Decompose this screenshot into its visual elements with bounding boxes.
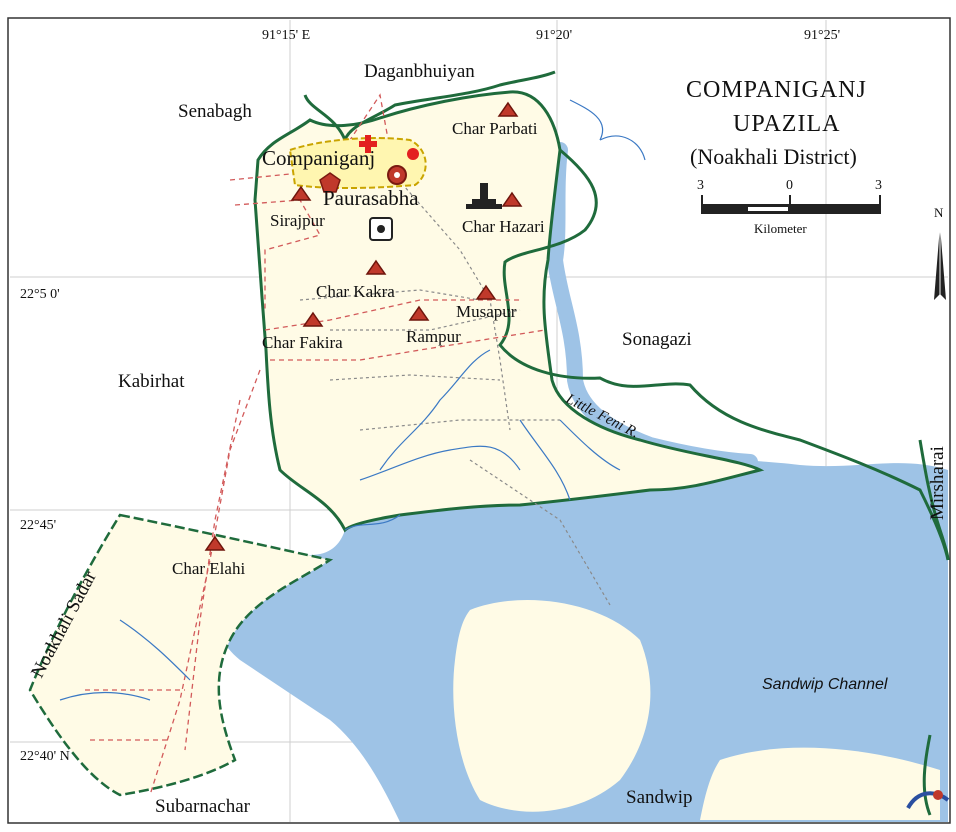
map-title-line1: COMPANIGANJ	[686, 77, 867, 103]
lat-label-2: 22°45'	[20, 518, 57, 533]
sandwip-channel-label: Sandwip Channel	[762, 676, 888, 693]
neighbor-kabirhat: Kabirhat	[118, 371, 185, 392]
marker-char-hazari	[501, 191, 523, 207]
marker-char-kakra	[365, 259, 387, 275]
union-paurasabha: Paurasabha	[323, 186, 419, 210]
southern-island	[453, 600, 651, 812]
mirsharai-boundary	[918, 439, 950, 561]
union-sirajpur: Sirajpur	[270, 211, 325, 230]
union-char-kakra: Char Kakra	[316, 282, 395, 301]
map-title-line3: (Noakhali District)	[690, 144, 857, 169]
north-arrow-icon	[934, 226, 946, 300]
scale-bar	[701, 195, 881, 214]
scale-unit: Kilometer	[754, 221, 807, 236]
sandwip-land	[700, 747, 940, 820]
neighbor-sandwip: Sandwip	[626, 787, 693, 808]
lon-label-3: 91°25'	[804, 28, 841, 43]
union-companiganj: Companiganj	[262, 146, 376, 170]
neighbor-senabagh: Senabagh	[178, 101, 252, 122]
marker-rampur	[408, 305, 430, 321]
scale-tick-left: 3	[697, 178, 704, 193]
police-station-icon	[369, 217, 393, 241]
neighbor-mirsharai: Mirsharai	[927, 446, 948, 520]
east-boundary	[498, 148, 950, 561]
scale-tick-right: 3	[875, 178, 882, 193]
union-musapur: Musapur	[456, 302, 517, 321]
neighbor-sonagazi: Sonagazi	[622, 329, 692, 350]
union-char-elahi: Char Elahi	[172, 559, 246, 578]
neighbor-daganbhuiyan: Daganbhuiyan	[364, 61, 475, 82]
upazila-headquarters	[319, 135, 419, 193]
marker-char-elahi	[204, 535, 226, 551]
union-char-fakira: Char Fakira	[262, 333, 343, 352]
lon-label-1: 91°15' E	[262, 28, 311, 43]
union-char-hazari: Char Hazari	[462, 217, 545, 236]
marker-char-parbati	[497, 101, 519, 117]
scale-tick-mid: 0	[786, 178, 793, 193]
monument-icon	[466, 183, 502, 209]
roads	[299, 169, 611, 606]
rivers	[59, 99, 646, 701]
neighbor-subarnachar: Subarnachar	[155, 796, 250, 817]
union-char-parbati: Char Parbati	[452, 119, 538, 138]
banglapedia-logo	[906, 734, 950, 816]
union-boundaries	[85, 93, 546, 796]
union-rampur: Rampur	[406, 327, 461, 346]
char-elahi-land	[28, 513, 334, 797]
lat-label-1: 22°5 0'	[20, 287, 60, 302]
north-boundary	[303, 70, 556, 145]
marker-char-fakira	[302, 311, 324, 327]
lat-label-3: 22°40' N	[20, 749, 70, 764]
lon-label-2: 91°20'	[536, 28, 573, 43]
marker-sirajpur	[290, 185, 312, 201]
map-title-line2: UPAZILA	[733, 111, 841, 137]
union-markers	[204, 101, 523, 551]
north-label: N	[934, 205, 944, 220]
marker-musapur	[475, 284, 497, 300]
